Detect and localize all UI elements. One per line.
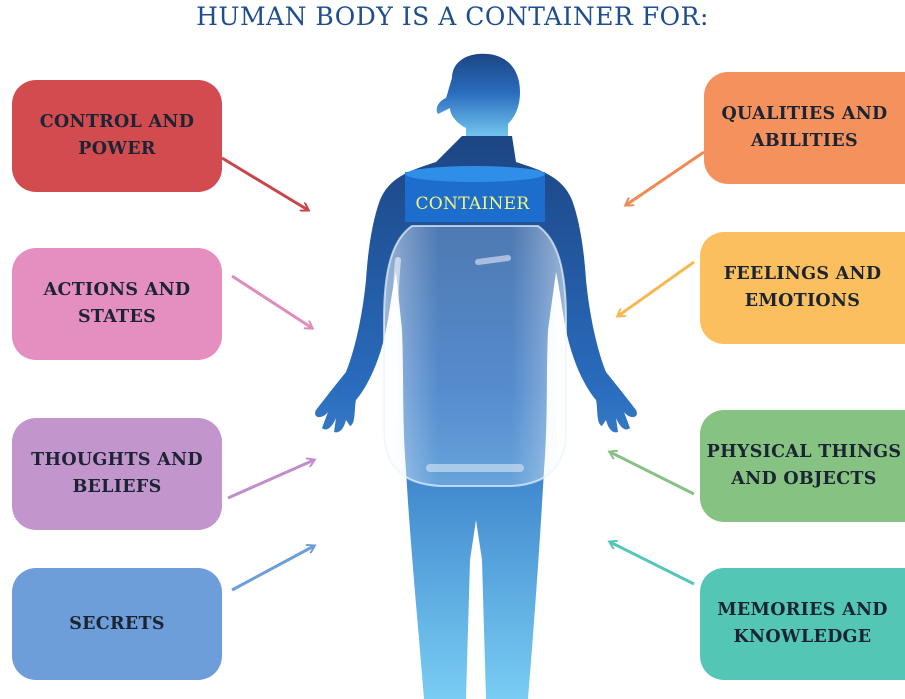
box-label: FEELINGS AND EMOTIONS <box>723 264 882 311</box>
arrow-actions-states <box>231 274 312 328</box>
container-band <box>405 172 545 222</box>
arrow-qualities-abilities <box>626 150 705 205</box>
arrow-thoughts-beliefs <box>227 460 314 500</box>
container-rim <box>405 166 545 182</box>
arrows <box>221 150 705 592</box>
box-memories-knowledge: MEMORIES AND KNOWLEDGE <box>700 568 905 680</box>
box-label: ACTIONS AND STATES <box>43 280 191 327</box>
box-physical-things: PHYSICAL THINGS AND OBJECTS <box>700 410 905 522</box>
box-label: CONTROL AND POWER <box>39 112 195 159</box>
box-qualities-abilities: QUALITIES AND ABILITIES <box>704 72 905 184</box>
box-label: PHYSICAL THINGS AND OBJECTS <box>706 442 902 489</box>
container-label: CONTAINER <box>415 194 530 214</box>
arrow-feelings-emotions <box>618 260 695 316</box>
box-secrets: SECRETS <box>12 568 222 680</box>
box-control-power: CONTROL AND POWER <box>12 80 222 192</box>
arrow-secrets <box>231 546 314 592</box>
arrow-physical-things <box>610 452 695 496</box>
diagram-title: HUMAN BODY IS A CONTAINER FOR: <box>196 2 709 31</box>
arrow-memories-knowledge <box>610 542 695 586</box>
arrow-control-power <box>221 156 308 210</box>
box-thoughts-beliefs: THOUGHTS AND BELIEFS <box>12 418 222 530</box>
box-label: MEMORIES AND KNOWLEDGE <box>717 600 888 647</box>
glass-jar <box>383 225 567 487</box>
box-label: QUALITIES AND ABILITIES <box>721 104 888 151</box>
box-label: THOUGHTS AND BELIEFS <box>31 450 203 497</box>
box-actions-states: ACTIONS AND STATES <box>12 248 222 360</box>
box-label: SECRETS <box>69 613 165 634</box>
box-feelings-emotions: FEELINGS AND EMOTIONS <box>700 232 905 344</box>
